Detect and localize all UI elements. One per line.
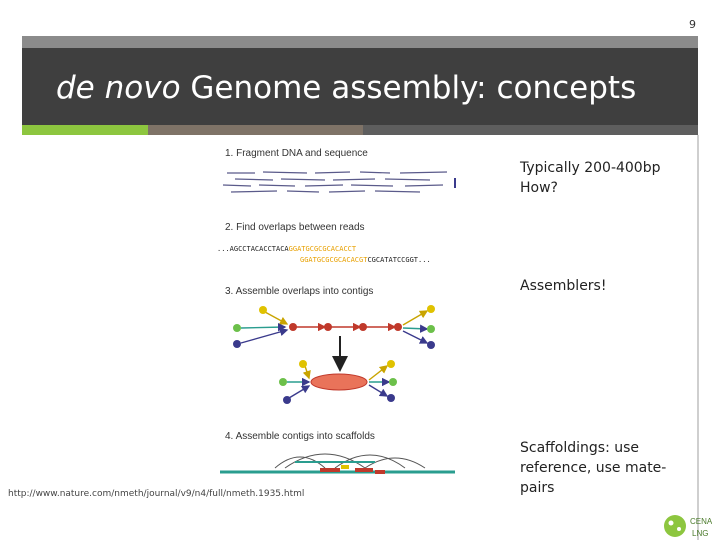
read-fragments bbox=[223, 172, 447, 192]
step3-label: 3. Assemble overlaps into contigs bbox=[225, 286, 373, 297]
cena-logo: CENA LNG bbox=[662, 512, 712, 540]
note-line-scaffold-1: Scaffoldings: use bbox=[520, 438, 690, 458]
title-bar: de novo Genome assembly: concepts bbox=[22, 48, 698, 125]
scaffold-diagram bbox=[220, 454, 455, 474]
accent-brown-bar bbox=[148, 125, 363, 135]
top-strip bbox=[22, 36, 698, 48]
logo-text-top: CENA bbox=[690, 517, 712, 526]
note-read-length: Typically 200-400bp How? bbox=[520, 158, 661, 198]
read1-prefix: ...AGCCTACACCTACA bbox=[217, 245, 289, 253]
note-line-scaffold-2: reference, use mate- bbox=[520, 458, 690, 478]
read2-suffix: CGCATATCCGGT... bbox=[367, 256, 430, 264]
accent-gray-bar bbox=[363, 125, 698, 135]
overlap-read-2: GGATGCGCGCACACGTCGCATATCCGGT... bbox=[300, 256, 431, 264]
right-rule bbox=[697, 135, 699, 540]
note-line-typical: Typically 200-400bp bbox=[520, 158, 661, 178]
contig-graph-upper bbox=[233, 305, 435, 349]
slide-number: 9 bbox=[689, 18, 696, 31]
note-assemblers: Assemblers! bbox=[520, 276, 606, 296]
read2-overlap: GGATGCGCGCACACGT bbox=[300, 256, 368, 264]
contig-graph-lower bbox=[279, 360, 397, 404]
overlap-read-1: ...AGCCTACACCTACAGGATGCGCGCACACCT bbox=[217, 245, 357, 253]
note-scaffoldings: Scaffoldings: use reference, use mate- p… bbox=[520, 438, 690, 498]
step1-label: 1. Fragment DNA and sequence bbox=[225, 148, 368, 159]
note-line-how: How? bbox=[520, 178, 661, 198]
assembly-figure: 1. Fragment DNA and sequence 2. Find ove… bbox=[215, 140, 460, 480]
slide-title: de novo Genome assembly: concepts bbox=[56, 70, 636, 106]
read1-overlap: GGATGCGCGCACACCT bbox=[289, 245, 357, 253]
step2-label: 2. Find overlaps between reads bbox=[225, 222, 365, 233]
note-line-assemblers: Assemblers! bbox=[520, 276, 606, 296]
note-line-scaffold-3: pairs bbox=[520, 478, 690, 498]
source-link[interactable]: http://www.nature.com/nmeth/journal/v9/n… bbox=[8, 489, 304, 499]
title-rest: Genome assembly: concepts bbox=[181, 70, 637, 106]
title-italic: de novo bbox=[56, 70, 181, 106]
step4-label: 4. Assemble contigs into scaffolds bbox=[225, 431, 375, 442]
logo-text-bottom: LNG bbox=[692, 529, 708, 538]
accent-green-bar bbox=[22, 125, 148, 135]
